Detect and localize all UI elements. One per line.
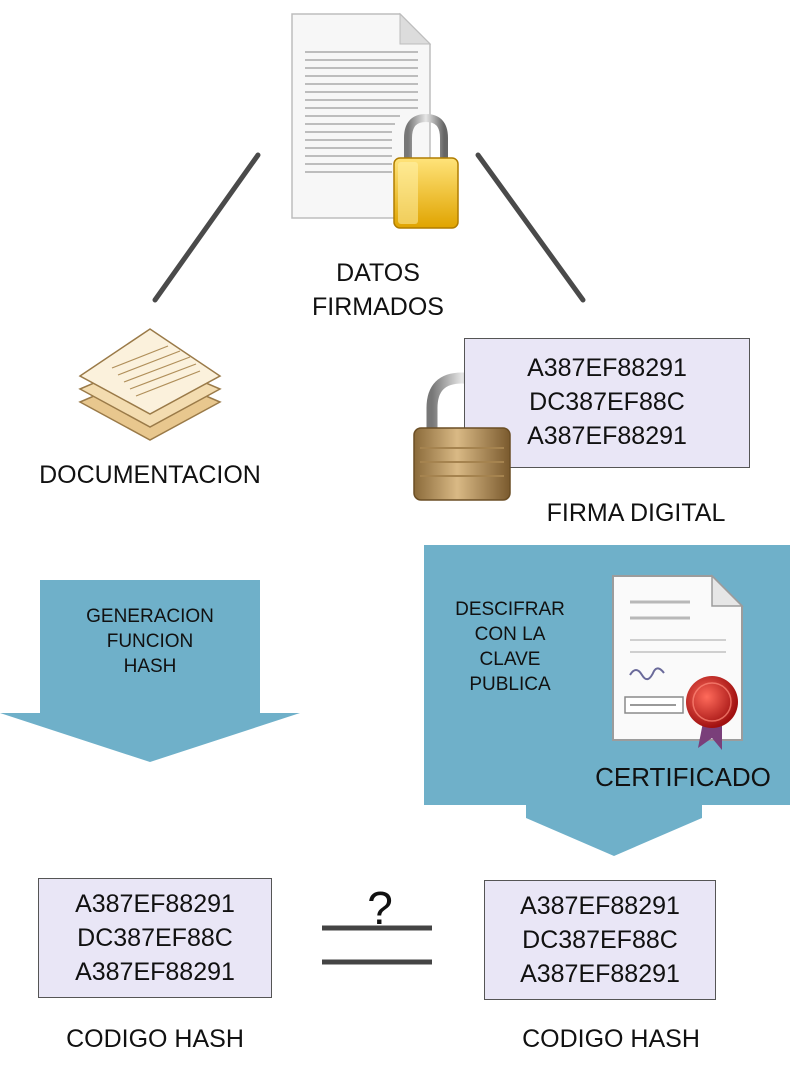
- decrypt-arrow-line: PUBLICA: [469, 674, 551, 695]
- generation-arrow: [0, 580, 300, 762]
- decrypt-arrow-line: CLAVE: [479, 649, 541, 670]
- hash-line: DC387EF88C: [522, 926, 678, 954]
- right-hash-box: A387EF88291 DC387EF88C A387EF88291: [484, 880, 716, 1000]
- certificate-icon: [612, 574, 744, 750]
- decrypt-arrow-line: CON LA: [474, 624, 546, 645]
- generation-arrow-line: FUNCION: [106, 631, 194, 652]
- hash-line: A387EF88291: [520, 960, 680, 988]
- hash-line: A387EF88291: [520, 892, 680, 920]
- locked-document-icon: [291, 12, 459, 229]
- signature-line: A387EF88291: [527, 354, 687, 382]
- digital-signature-label: FIRMA DIGITAL: [546, 499, 726, 527]
- generation-arrow-line: GENERACION: [86, 606, 214, 627]
- right-hash-label: CODIGO HASH: [522, 1025, 700, 1053]
- signature-line: DC387EF88C: [529, 388, 685, 416]
- signed-data-label-line1: DATOS: [336, 259, 420, 287]
- documentation-label: DOCUMENTACION: [39, 461, 261, 489]
- connector-right: [475, 152, 586, 303]
- connector-left: [152, 152, 261, 303]
- question-mark: ?: [367, 882, 393, 934]
- hash-line: A387EF88291: [75, 958, 235, 986]
- digital-signature-box: A387EF88291 DC387EF88C A387EF88291: [464, 338, 750, 468]
- signed-data-label: DATOS FIRMADOS: [276, 256, 480, 324]
- hash-line: DC387EF88C: [77, 924, 233, 952]
- decrypt-arrow-text: DESCIFRAR CON LA CLAVE PUBLICA: [420, 597, 600, 697]
- certificate-label: CERTIFICADO: [595, 762, 771, 792]
- signed-data-label-line2: FIRMADOS: [312, 293, 444, 321]
- left-hash-box: A387EF88291 DC387EF88C A387EF88291: [38, 878, 272, 998]
- padlock-body-icon: [413, 427, 511, 501]
- decrypt-arrow-line: DESCIFRAR: [455, 599, 565, 620]
- signature-line: A387EF88291: [527, 422, 687, 450]
- generation-arrow-text: GENERACION FUNCION HASH: [40, 604, 260, 679]
- generation-arrow-line: HASH: [123, 656, 177, 677]
- left-hash-label: CODIGO HASH: [66, 1025, 244, 1053]
- hash-line: A387EF88291: [75, 890, 235, 918]
- paper-stack-icon: [78, 328, 222, 441]
